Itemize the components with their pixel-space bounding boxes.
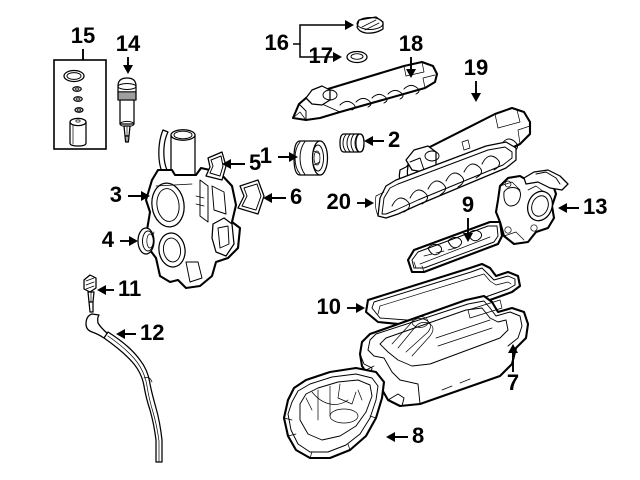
callout-number-15[interactable]: 15 bbox=[71, 23, 95, 48]
callout-1-crankshaft-pulley-damper[interactable]: 1 bbox=[260, 143, 298, 168]
callout-16-oil-filler-cap[interactable]: 16 bbox=[265, 20, 354, 55]
callout-number-9[interactable]: 9 bbox=[462, 192, 474, 217]
arrow-head-3 bbox=[141, 191, 150, 201]
callout-11-oil-dipstick[interactable]: 11 bbox=[97, 276, 141, 301]
callout-number-12[interactable]: 12 bbox=[140, 320, 164, 345]
part-13-oil-filter-housing-adapter bbox=[494, 169, 569, 246]
callout-number-1[interactable]: 1 bbox=[260, 143, 272, 168]
part-6-timing-cover-gasket-lower bbox=[237, 179, 265, 215]
part-15-oil-filter-kit bbox=[53, 59, 107, 150]
callout-number-5[interactable]: 5 bbox=[249, 150, 261, 175]
callout-17-oil-filler-cap-seal[interactable]: 17 bbox=[299, 43, 342, 68]
callout-number-11[interactable]: 11 bbox=[118, 276, 141, 301]
callout-number-14[interactable]: 14 bbox=[116, 31, 141, 56]
arrow-head-8 bbox=[386, 432, 395, 442]
part-14-oil-level-sensor bbox=[117, 77, 137, 143]
arrow-head-17 bbox=[333, 52, 342, 62]
arrow-head-2 bbox=[364, 136, 373, 146]
callout-5-timing-cover-gasket-upper[interactable]: 5 bbox=[222, 150, 261, 175]
callout-number-18[interactable]: 18 bbox=[399, 31, 423, 56]
leader-line-17 bbox=[299, 44, 340, 58]
part-11-oil-dipstick bbox=[83, 274, 97, 313]
callout-14-oil-level-sensor[interactable]: 14 bbox=[116, 31, 141, 74]
callout-13-oil-filter-housing-adapter[interactable]: 13 bbox=[558, 194, 607, 219]
part-12-dipstick-guide-tube bbox=[85, 313, 163, 463]
callout-2-crankshaft-spacer-sleeve[interactable]: 2 bbox=[364, 127, 400, 152]
part-1-crankshaft-pulley-damper bbox=[293, 140, 329, 176]
callout-12-dipstick-guide-tube[interactable]: 12 bbox=[116, 320, 164, 345]
callout-number-8[interactable]: 8 bbox=[412, 423, 424, 448]
part-16-oil-filler-cap bbox=[356, 16, 384, 34]
callout-19-valve-cover-right[interactable]: 19 bbox=[464, 55, 488, 102]
arrow-head-11 bbox=[97, 285, 106, 295]
arrow-head-7 bbox=[508, 344, 518, 353]
callout-9-oil-baffle-windage-tray[interactable]: 9 bbox=[462, 192, 474, 242]
part-7-upper-oil-pan bbox=[358, 294, 530, 408]
arrow-head-4 bbox=[129, 236, 138, 246]
arrow-head-18 bbox=[406, 69, 416, 78]
arrow-head-19 bbox=[471, 93, 481, 102]
callout-number-7[interactable]: 7 bbox=[507, 370, 519, 395]
arrow-head-5 bbox=[222, 159, 231, 169]
part-8-lower-oil-pan-sump bbox=[282, 366, 386, 460]
callout-number-19[interactable]: 19 bbox=[464, 55, 488, 80]
callout-10-oil-pan-gasket[interactable]: 10 bbox=[317, 294, 365, 319]
callout-15-oil-filter-kit-inset[interactable]: 15 bbox=[71, 23, 95, 60]
arrow-head-13 bbox=[558, 203, 567, 213]
part-4-crankshaft-front-seal bbox=[137, 227, 155, 255]
callout-number-4[interactable]: 4 bbox=[102, 227, 115, 252]
part-3-timing-cover-housing bbox=[144, 129, 242, 290]
arrow-head-10 bbox=[356, 303, 365, 313]
callout-number-16[interactable]: 16 bbox=[265, 30, 289, 55]
arrow-head-6 bbox=[263, 193, 272, 203]
callout-number-17[interactable]: 17 bbox=[309, 43, 333, 68]
callout-number-10[interactable]: 10 bbox=[317, 294, 341, 319]
callout-4-crankshaft-front-seal[interactable]: 4 bbox=[102, 227, 138, 252]
callout-6-timing-cover-gasket-lower[interactable]: 6 bbox=[263, 184, 302, 209]
callout-8-lower-oil-pan-sump[interactable]: 8 bbox=[386, 423, 424, 448]
leader-line-16 bbox=[293, 24, 352, 45]
part-18-valve-cover-left bbox=[291, 60, 439, 122]
callout-number-3[interactable]: 3 bbox=[110, 182, 122, 207]
arrow-head-9 bbox=[463, 233, 473, 242]
part-5-timing-cover-gasket-upper bbox=[205, 151, 227, 181]
arrow-head-1 bbox=[289, 152, 298, 162]
part-2-crankshaft-spacer-sleeve bbox=[339, 133, 365, 153]
callout-number-6[interactable]: 6 bbox=[290, 184, 302, 209]
callout-18-valve-cover-left[interactable]: 18 bbox=[399, 31, 423, 78]
callout-3-timing-cover-housing[interactable]: 3 bbox=[110, 182, 150, 207]
arrow-head-12 bbox=[116, 329, 125, 339]
part-17-oil-filler-cap-seal bbox=[346, 50, 368, 64]
callout-7-upper-oil-pan[interactable]: 7 bbox=[507, 344, 519, 395]
callout-20-valve-cover-gasket[interactable]: 20 bbox=[327, 189, 374, 214]
arrow-head-14 bbox=[123, 65, 133, 74]
arrow-head-16 bbox=[345, 20, 354, 30]
part-9-oil-baffle-windage-tray bbox=[406, 220, 504, 274]
arrow-head-20 bbox=[365, 198, 374, 208]
callout-number-13[interactable]: 13 bbox=[583, 194, 607, 219]
callout-number-2[interactable]: 2 bbox=[388, 127, 400, 152]
part-20-valve-cover-gasket bbox=[374, 141, 517, 219]
callout-number-20[interactable]: 20 bbox=[327, 189, 351, 214]
